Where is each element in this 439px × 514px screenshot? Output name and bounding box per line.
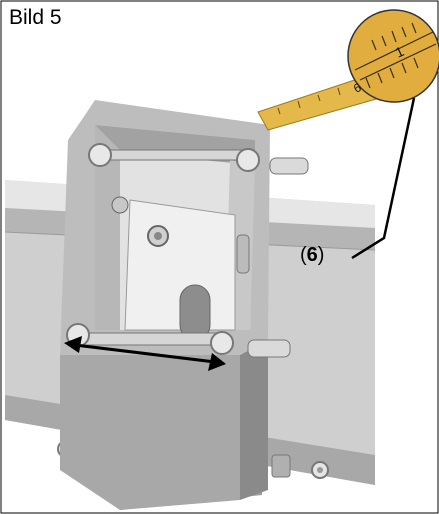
callout-label: (6) xyxy=(300,244,324,267)
callout-close-paren: ) xyxy=(317,244,325,266)
callout-number: 6 xyxy=(306,244,318,266)
callout-open-paren: ( xyxy=(300,244,307,266)
figure-caption: Bild 5 xyxy=(9,6,62,29)
callout-leader-line xyxy=(351,97,416,260)
post xyxy=(60,100,270,510)
measuring-tape: 6 1 xyxy=(257,9,439,131)
measurement-arrow xyxy=(64,336,226,371)
magnifier-circle xyxy=(347,9,439,103)
